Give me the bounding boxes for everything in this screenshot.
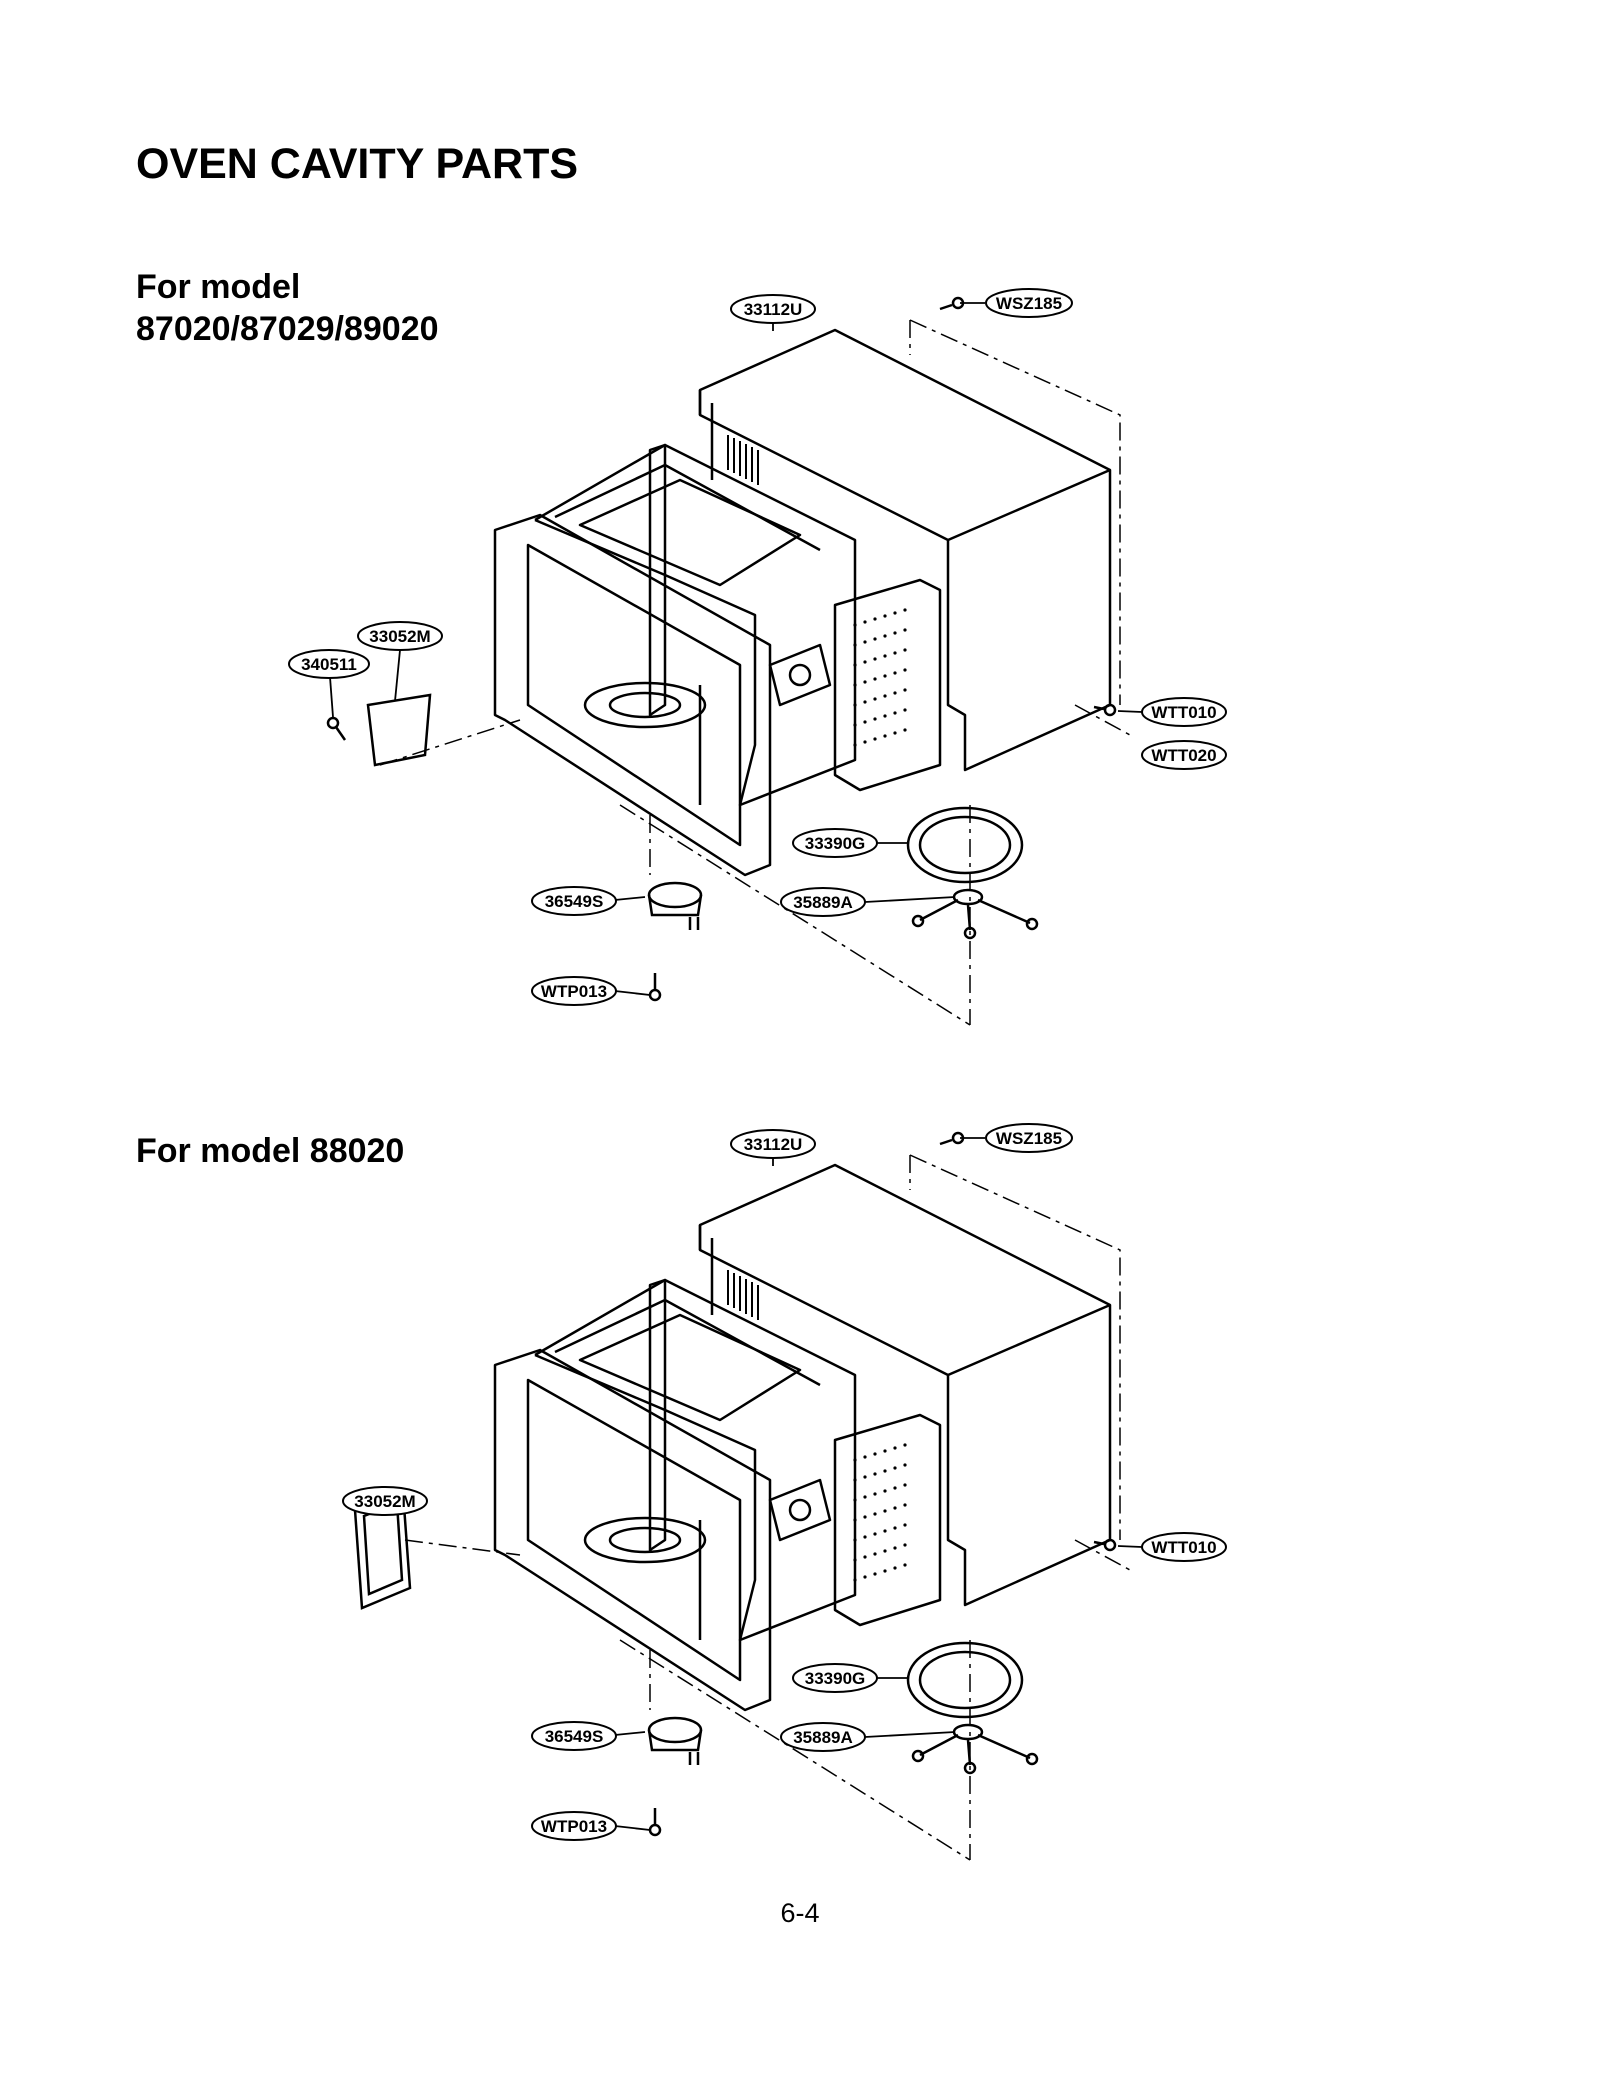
front-frame bbox=[493, 1348, 772, 1712]
part-label: 33052M bbox=[369, 627, 430, 646]
part-label: 33390G bbox=[805, 834, 866, 853]
label-33390G: 33390G bbox=[792, 828, 878, 858]
vent-panel bbox=[833, 578, 942, 792]
label-33052M: 33052M bbox=[357, 621, 443, 651]
label-WTT010: WTT010 bbox=[1141, 1532, 1227, 1562]
part-label: WTT010 bbox=[1151, 1538, 1216, 1557]
part-label: 35889A bbox=[793, 1728, 853, 1747]
outer-case bbox=[698, 328, 1112, 772]
part-label: WSZ185 bbox=[996, 294, 1062, 313]
label-36549S: 36549S bbox=[531, 886, 617, 916]
label-36549S: 36549S bbox=[531, 1721, 617, 1751]
part-label: 33112U bbox=[744, 300, 803, 319]
label-33052M: 33052M bbox=[342, 1486, 428, 1516]
page-number: 6-4 bbox=[780, 1898, 820, 1928]
part-label: WTP013 bbox=[541, 982, 607, 1001]
part-labels-2: 33112U WSZ185 33052M WTT010 33390G 36549… bbox=[342, 1123, 1227, 1841]
part-labels-1: 33112U WSZ185 33052M 340511 WTT010 WTT02… bbox=[288, 288, 1227, 1006]
label-35889A: 35889A bbox=[780, 1722, 866, 1752]
cavity-body bbox=[534, 443, 857, 807]
label-33112U: 33112U bbox=[730, 294, 816, 324]
part-label: 33052M bbox=[354, 1492, 415, 1511]
label-WSZ185: WSZ185 bbox=[985, 288, 1073, 318]
part-label: 33390G bbox=[805, 1669, 866, 1688]
part-label: 35889A bbox=[793, 893, 853, 912]
part-label: WTT010 bbox=[1151, 703, 1216, 722]
front-frame bbox=[493, 513, 772, 877]
part-label: 340511 bbox=[301, 655, 357, 674]
part-label: WTP013 bbox=[541, 1817, 607, 1836]
label-WTP013: WTP013 bbox=[531, 1811, 617, 1841]
cavity-body bbox=[534, 1278, 857, 1642]
label-33390G: 33390G bbox=[792, 1663, 878, 1693]
part-label: 36549S bbox=[545, 892, 604, 911]
label-WTP013: WTP013 bbox=[531, 976, 617, 1006]
label-WSZ185: WSZ185 bbox=[985, 1123, 1073, 1153]
section-heading-1: For model 87020/87029/89020 bbox=[136, 268, 439, 348]
label-WTT010: WTT010 bbox=[1141, 697, 1227, 727]
section-heading-2: For model 88020 bbox=[136, 1132, 405, 1170]
part-label: 36549S bbox=[545, 1727, 604, 1746]
part-label: WTT020 bbox=[1151, 746, 1216, 765]
label-WTT020: WTT020 bbox=[1141, 740, 1227, 770]
exploded-diagram-1: 33112U WSZ185 33052M 340511 WTT010 WTT02… bbox=[288, 288, 1227, 1026]
vent-panel bbox=[833, 1413, 942, 1627]
label-35889A: 35889A bbox=[780, 887, 866, 917]
page-title: OVEN CAVITY PARTS bbox=[136, 140, 579, 188]
part-label: 33112U bbox=[744, 1135, 803, 1154]
exploded-diagram-2: 33112U WSZ185 33052M WTT010 33390G 36549… bbox=[342, 1123, 1227, 1861]
part-label: WSZ185 bbox=[996, 1129, 1062, 1148]
label-33112U: 33112U bbox=[730, 1129, 816, 1159]
label-340511: 340511 bbox=[288, 649, 370, 679]
outer-case bbox=[698, 1163, 1112, 1607]
